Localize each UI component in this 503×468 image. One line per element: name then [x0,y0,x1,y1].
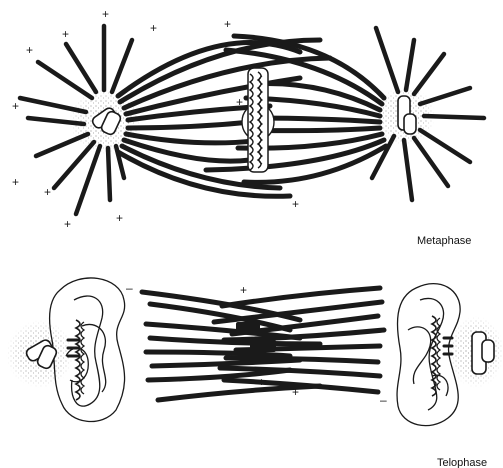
plus-sign: + [240,283,247,297]
plus-sign: + [292,197,299,211]
plus-sign: + [258,375,265,389]
plus-sign: + [292,385,299,399]
telophase-label: Telophase [437,457,487,468]
plus-sign: + [116,211,123,225]
chromatin-left-2 [81,322,84,394]
plus-sign: + [62,27,69,41]
plus-sign: + [102,7,109,21]
plus-sign: + [150,21,157,35]
minus-sign: – [126,281,133,295]
plus-sign: + [236,95,243,109]
plus-sign: + [12,99,19,113]
plus-sign: + [224,17,231,31]
plus-sign: + [26,43,33,57]
plus-sign: + [44,185,51,199]
plus-sign: + [64,217,71,231]
metaphase-label: Metaphase [417,235,471,247]
plus-sign: + [12,175,19,189]
minus-sign: – [380,393,387,407]
telophase-panel: + + + – – Telophase [2,278,503,468]
metaphase-panel: + + + + + + + + + + + + Metaphase [12,7,484,247]
